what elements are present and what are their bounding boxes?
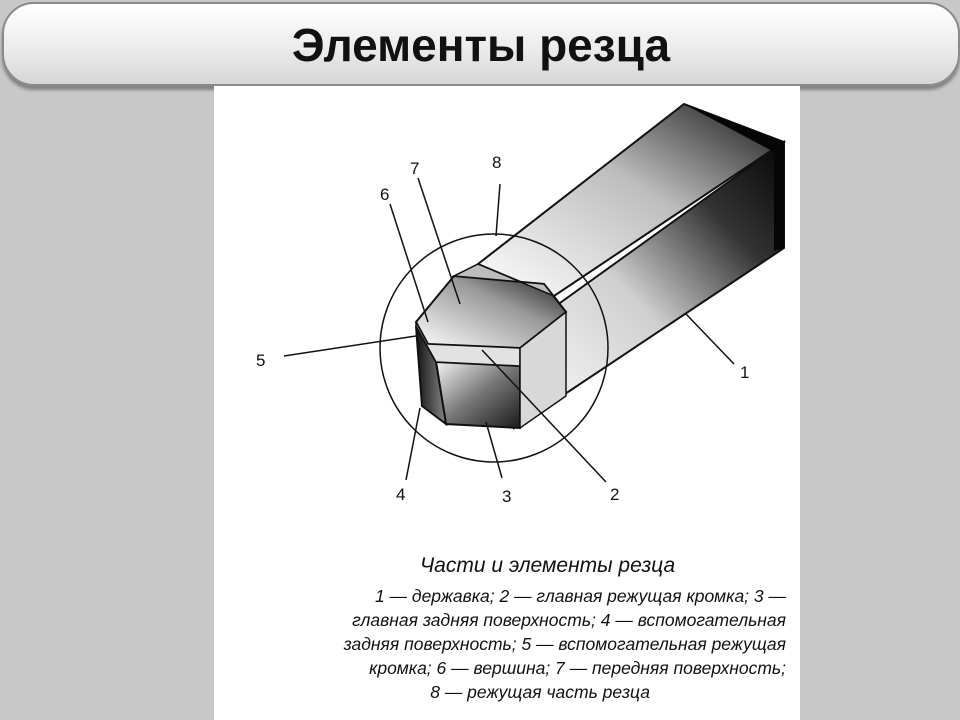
cutter-diagram: 1 2 3 4 5 6 7 8 [256,102,787,506]
caption-line: задняя поверхность; 5 — вспомогательная … [343,634,786,654]
rake-step [451,263,567,313]
caption-line: кромка; 6 — вершина; 7 — передняя поверх… [369,658,786,678]
slide-title-bar: Элементы резца [2,2,960,86]
caption-line: главная задняя поверхность; 4 — вспомога… [352,610,786,630]
cutting-part-circle [379,233,609,463]
label-6: 6 [380,185,389,204]
label-1: 1 [740,363,749,382]
caption-title: Части и элементы резца [420,554,676,577]
label-8: 8 [492,153,501,172]
main-flank-face [434,360,521,430]
figure-panel: 1 2 3 4 5 6 7 8 Части и элементы резца 1… [214,86,800,720]
label-3: 3 [502,487,511,506]
caption-line: 1 — державка; 2 — главная режущая кромка… [374,586,786,606]
label-7: 7 [410,159,419,178]
label-2: 2 [610,485,619,504]
caption-line: 8 — режущая часть резца [430,682,650,702]
label-4: 4 [396,485,405,504]
label-5: 5 [256,351,265,370]
slide-title: Элементы резца [291,19,671,71]
head-right-face [519,310,567,430]
leader-lines [283,177,735,483]
shank-end-face [684,104,784,251]
